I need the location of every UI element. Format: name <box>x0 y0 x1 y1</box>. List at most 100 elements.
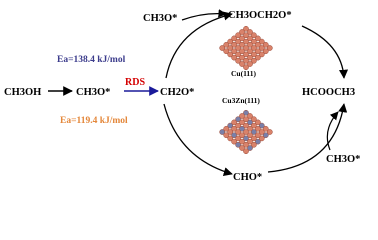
cu-atom <box>235 122 241 129</box>
cu-atom <box>243 25 249 32</box>
cu-atom <box>219 45 226 51</box>
cu-atom <box>258 45 265 51</box>
cu-atom <box>255 48 261 55</box>
zn-atom <box>258 122 265 129</box>
cu-atom <box>235 32 241 39</box>
cu-atom <box>231 54 237 61</box>
cu-atom <box>243 148 249 155</box>
cu-atom <box>243 129 249 135</box>
zn-atom <box>235 141 241 148</box>
cu-atom <box>239 132 245 139</box>
cu-slab-illustration <box>219 25 273 71</box>
cu-atom <box>239 41 245 48</box>
zn-atom <box>235 116 241 123</box>
cu-atom <box>239 119 245 126</box>
label-ea-cu3zn: Ea=119.4 kJ/mol <box>60 116 128 126</box>
species-methoxy-top: CH3O* <box>143 13 177 24</box>
arc-formyl-to-product <box>267 103 348 173</box>
zn-atom <box>239 125 245 132</box>
cu-atom <box>239 138 245 145</box>
arc-hemiacetal-to-product <box>301 25 349 79</box>
zn-atom <box>247 145 253 151</box>
cu-atom <box>258 135 265 142</box>
cu-atom <box>251 45 257 51</box>
cu-atom <box>243 64 249 71</box>
cu-atom <box>247 35 253 42</box>
cu-atom <box>239 35 245 42</box>
cu-atom <box>227 38 234 45</box>
cu-atom <box>239 145 245 151</box>
cu-atom <box>231 48 237 55</box>
zn-atom <box>262 132 269 139</box>
species-methoxy-bottom: CH3O* <box>326 154 360 165</box>
zn-atom <box>255 138 261 145</box>
cu-atom <box>235 38 241 45</box>
cu-atom <box>251 57 257 64</box>
reaction-diagram: CH3OH CH3O* CH2O* CH3O* CH3OCH2O* HCOOCH… <box>4 9 360 183</box>
cu-atom <box>243 122 249 129</box>
cu-atom <box>247 54 253 61</box>
cu-atom <box>235 57 241 64</box>
cu-atom <box>239 61 245 67</box>
cu-atom <box>223 41 230 48</box>
cu-atom <box>247 138 253 145</box>
label-surface-cu: Cu(111) <box>231 69 257 78</box>
cu-atom <box>231 35 237 42</box>
species-methanol: CH3OH <box>4 87 41 98</box>
cu-atom <box>239 29 245 35</box>
cu-atom <box>262 48 269 55</box>
cu-atom <box>243 51 249 58</box>
cu-atom <box>266 45 273 51</box>
cu-atom <box>247 113 253 119</box>
cu-atom <box>251 116 257 123</box>
cu-atom <box>235 51 241 58</box>
cu-atom <box>231 125 237 132</box>
species-methoxy: CH3O* <box>76 87 110 98</box>
cu-atom <box>243 45 249 51</box>
zn-atom <box>227 122 234 129</box>
zn-atom <box>247 119 253 126</box>
cu-atom <box>251 38 257 45</box>
cu-atom <box>223 132 230 139</box>
species-hemiacetal: CH3OCH2O* <box>228 10 292 21</box>
cu-atom <box>247 61 253 67</box>
cu-atom <box>243 57 249 64</box>
cu-atom <box>227 129 234 135</box>
species-formyl: CHO* <box>233 172 262 183</box>
cu-atom <box>262 41 269 48</box>
cu-atom <box>247 132 253 139</box>
label-ea-cu: Ea=138.4 kJ/mol <box>57 55 126 65</box>
cu-atom <box>243 116 249 123</box>
cu-atom <box>255 132 261 139</box>
zn-atom <box>251 129 257 135</box>
cu-atom <box>262 125 269 132</box>
zn-atom <box>243 109 249 116</box>
cu-atom <box>258 129 265 135</box>
cu-atom <box>223 125 230 132</box>
cu-atom <box>243 38 249 45</box>
cu-atom <box>231 41 237 48</box>
cu-atom <box>251 122 257 129</box>
cu-atom <box>235 45 241 51</box>
cu-atom <box>239 54 245 61</box>
label-surface-cu3zn: Cu3Zn(111) <box>222 96 260 105</box>
arrow-methoxy-bottom-join <box>326 111 339 151</box>
cu-atom <box>266 129 273 135</box>
arrow-methoxy-top-join <box>181 9 227 21</box>
cu-atom <box>231 138 237 145</box>
cu-atom <box>235 135 241 142</box>
cu3zn-slab-illustration <box>219 109 273 155</box>
cu-atom <box>251 135 257 142</box>
cu-atom <box>258 38 265 45</box>
cu-atom <box>227 45 234 51</box>
cu-atom <box>239 48 245 55</box>
cu-atom <box>255 119 261 126</box>
cu-atom <box>247 48 253 55</box>
arc-bottom-to-formyl <box>163 103 233 177</box>
cu-atom <box>243 141 249 148</box>
zn-atom <box>231 132 237 139</box>
zn-atom <box>243 135 249 142</box>
cu-atom <box>251 51 257 58</box>
cu-atom <box>243 32 249 39</box>
cu-atom <box>251 32 257 39</box>
